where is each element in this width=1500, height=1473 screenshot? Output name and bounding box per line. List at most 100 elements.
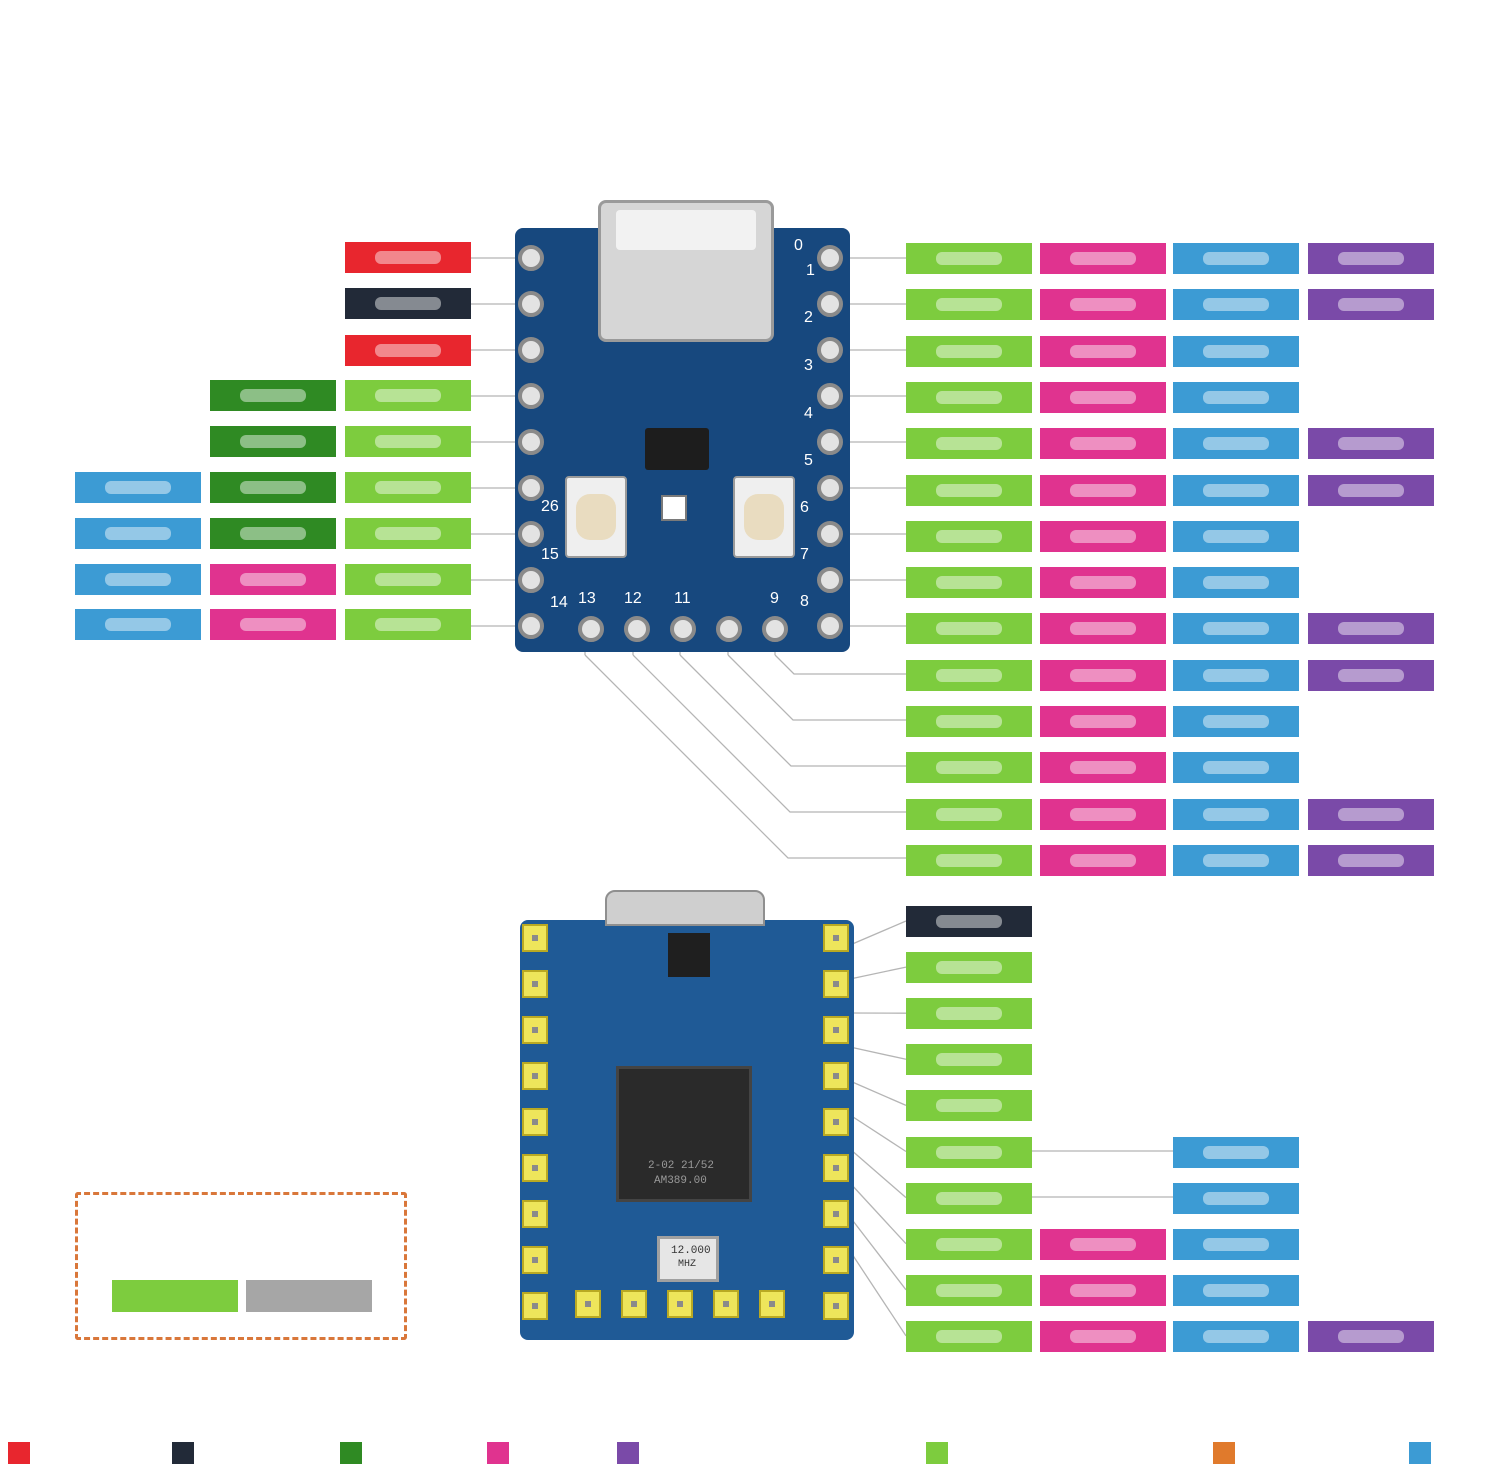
right-header-pin-8 (823, 1292, 849, 1320)
right-pin-6-tag-1 (1040, 520, 1166, 552)
bottom-pin-7-tag-1 (1040, 1228, 1166, 1260)
right-pin-11-tag-1 (1040, 752, 1166, 784)
bottom-pin-2-tag-0 (906, 998, 1032, 1030)
right-pin-4-tag-2 (1173, 428, 1299, 460)
pin-label-15: 15 (541, 546, 559, 563)
left-header-pin-7 (522, 1246, 548, 1274)
bottom-pin-9-tag-1 (1040, 1320, 1166, 1352)
bottom-header-pin-2 (667, 1290, 693, 1318)
right-pin-12-tag-3 (1308, 798, 1434, 830)
right-pin-1-tag-1 (1040, 289, 1166, 321)
boot-button[interactable] (565, 476, 627, 558)
bottom-board-connector-0 (849, 920, 907, 946)
chip-marking-line-1: 2-02 21/52 (648, 1160, 715, 1172)
right-header-pin-2 (823, 1016, 849, 1044)
right-pin-9-tag-0 (906, 659, 1032, 691)
left-pin-5-tag-2 (345, 472, 471, 503)
reset-button[interactable] (733, 476, 795, 558)
bottom-pin-8-tag-2 (1173, 1274, 1299, 1306)
bottom-pad-2 (670, 616, 696, 642)
bottom-connector-4 (584, 654, 906, 859)
voltage-regulator (668, 933, 710, 977)
right-header-pin-5 (823, 1154, 849, 1182)
legend-box-gray-tag (246, 1280, 372, 1312)
bottom-connector-1 (727, 654, 906, 721)
microcontroller-chip (616, 1066, 752, 1202)
left-pin-8-tag-1 (210, 609, 336, 640)
right-pin-13-tag-2 (1173, 844, 1299, 876)
right-pad-6 (817, 521, 843, 547)
right-pad-2 (817, 337, 843, 363)
left-pad-6 (518, 521, 544, 547)
left-pin-3-tag-1 (210, 380, 336, 411)
right-pin-5-tag-0 (906, 474, 1032, 506)
legend-swatch-magenta (487, 1442, 509, 1464)
left-pin-8-tag-0 (75, 609, 201, 640)
pin-label-26: 26 (541, 498, 559, 515)
legend-swatch-black (172, 1442, 194, 1464)
legend-swatch-blue (1409, 1442, 1431, 1464)
pin-label-8: 8 (800, 593, 809, 610)
bottom-pad-1 (624, 616, 650, 642)
right-pin-8-tag-2 (1173, 613, 1299, 645)
pin-label-9: 9 (770, 590, 779, 607)
pin-label-12: 12 (624, 590, 642, 607)
right-pin-9-tag-1 (1040, 659, 1166, 691)
pin-label-11: 11 (674, 590, 691, 607)
legend-swatch-red (8, 1442, 30, 1464)
right-pin-0-tag-0 (906, 243, 1032, 274)
right-pin-12-tag-1 (1040, 798, 1166, 830)
pin-label-7: 7 (800, 546, 809, 563)
right-pad-3 (817, 383, 843, 409)
right-pin-4-tag-1 (1040, 428, 1166, 460)
left-pad-8 (518, 613, 544, 639)
bottom-header-pin-1 (621, 1290, 647, 1318)
right-pin-6-tag-2 (1173, 520, 1299, 552)
pin-label-14: 14 (550, 594, 568, 611)
right-header-pin-7 (823, 1246, 849, 1274)
right-pad-4 (817, 429, 843, 455)
legend-swatch-purple (617, 1442, 639, 1464)
right-pin-3-tag-2 (1173, 381, 1299, 413)
left-pad-0 (518, 245, 544, 271)
right-pin-4-tag-0 (906, 428, 1032, 460)
boot-button-cap (576, 494, 616, 540)
right-pin-11-tag-2 (1173, 752, 1299, 784)
sensor-chip (645, 428, 709, 470)
pin-label-13: 13 (578, 590, 596, 607)
bottom-board-connector-5 (849, 1114, 907, 1153)
right-pin-5-tag-1 (1040, 474, 1166, 506)
right-pin-9-tag-2 (1173, 659, 1299, 691)
right-pin-13-tag-1 (1040, 844, 1166, 876)
right-pin-2-tag-0 (906, 335, 1032, 367)
right-pin-8-tag-1 (1040, 613, 1166, 645)
right-pin-1-tag-2 (1173, 289, 1299, 321)
bottom-header-pin-0 (575, 1290, 601, 1318)
bottom-pin-9-tag-2 (1173, 1320, 1299, 1352)
left-pad-4 (518, 429, 544, 455)
bottom-connector-3 (632, 654, 906, 813)
bottom-pin-8-tag-0 (906, 1274, 1032, 1306)
right-pin-3-tag-1 (1040, 381, 1166, 413)
bottom-connector-2 (679, 654, 906, 767)
bottom-board-connector-3 (849, 1046, 907, 1060)
bottom-board-connector-1 (849, 966, 907, 980)
bottom-board-connector-4 (849, 1080, 907, 1106)
bottom-connector-0 (774, 654, 906, 675)
left-header-pin-8 (522, 1292, 548, 1320)
legend-box-green-tag (112, 1280, 238, 1312)
right-pin-0-tag-3 (1308, 243, 1434, 274)
right-pad-1 (817, 291, 843, 317)
pin-label-3: 3 (804, 357, 813, 374)
right-pin-5-tag-3 (1308, 474, 1434, 506)
left-pad-5 (518, 475, 544, 501)
crystal-frequency: 12.000 (671, 1245, 711, 1257)
right-pin-11-tag-0 (906, 752, 1032, 784)
left-header-pin-1 (522, 970, 548, 998)
pin-label-5: 5 (804, 452, 813, 469)
crystal-unit: MHZ (678, 1259, 697, 1270)
rgb-led (661, 495, 687, 521)
left-pin-1-tag-2 (345, 288, 471, 319)
right-pin-8-tag-3 (1308, 613, 1434, 645)
